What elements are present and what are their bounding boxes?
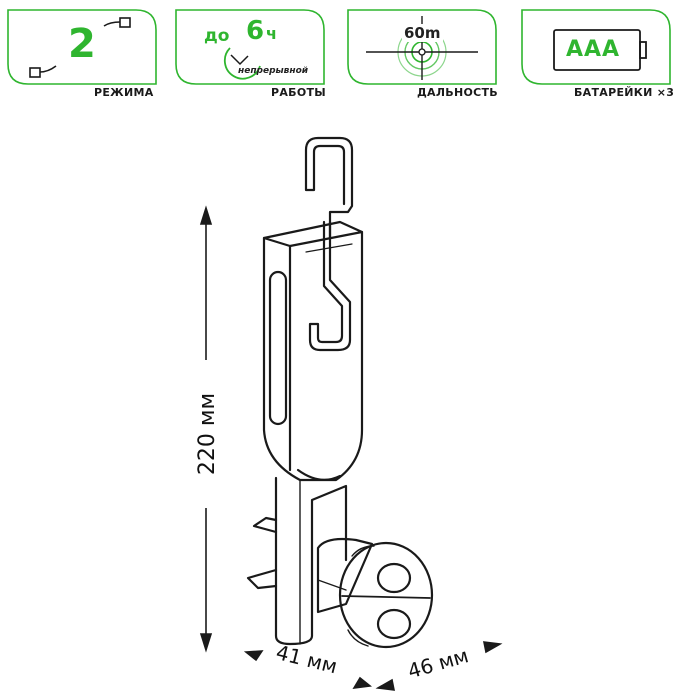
range-label: ДАЛЬНОСТЬ: [416, 86, 498, 99]
dimension-width: [243, 650, 372, 689]
hook-icon: [304, 136, 354, 352]
runtime-unit: ч: [266, 24, 277, 43]
runtime-prefix: до: [204, 26, 230, 46]
badge-frame: [521, 9, 671, 85]
range-value: 60m: [402, 24, 443, 42]
modes-switch-icon: [29, 17, 131, 78]
dimension-depth: [375, 641, 503, 691]
crosshair-icon: [366, 16, 478, 80]
batteries-value: AAA: [566, 37, 621, 62]
range-badge: 60m: [346, 8, 498, 85]
lantern-stem: [246, 476, 348, 646]
width-label: 41 мм: [274, 640, 340, 678]
depth-label: 46 мм: [405, 643, 471, 683]
clock-icon: [223, 47, 261, 80]
badge-frame: [347, 9, 497, 85]
runtime-label: РАБОТЫ: [270, 86, 326, 99]
lantern-body: [262, 220, 364, 482]
modes-badge: 2: [6, 8, 158, 85]
dimension-height: [199, 205, 213, 653]
runtime-value: 6: [246, 16, 265, 46]
battery-icon: [553, 29, 647, 71]
badge-frame: [175, 9, 325, 85]
badge-frame: [7, 9, 157, 85]
modes-value: 2: [68, 21, 96, 67]
runtime-badge: до 6 ч непрерывной: [174, 8, 326, 85]
lamp-head: [316, 537, 434, 649]
batteries-badge: AAA: [520, 8, 672, 85]
batteries-label: БАТАРЕЙКИ ×3: [574, 86, 675, 99]
height-label: 220 мм: [195, 393, 220, 475]
modes-label: РЕЖИМА: [94, 86, 154, 99]
runtime-sub: непрерывной: [238, 66, 309, 76]
